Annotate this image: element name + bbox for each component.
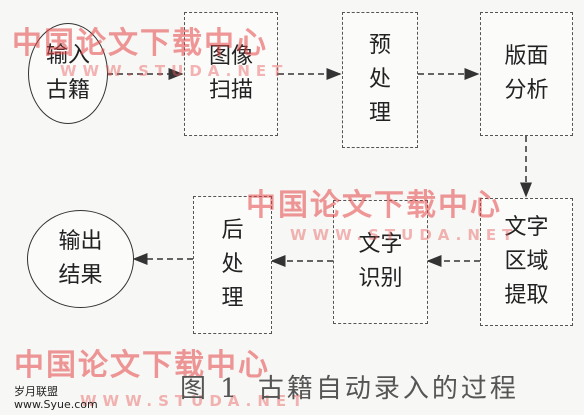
site-url: www.Syue.com (14, 398, 98, 411)
node-postprocess: 后 处 理 (193, 196, 272, 334)
figure-title: 古籍自动录入的过程 (257, 374, 519, 404)
node-output: 输出 结果 (27, 210, 134, 308)
site-name: 岁月联盟 (14, 385, 58, 398)
node-text-recognition: 文字 识别 (333, 200, 428, 324)
node-input-label: 输入 古籍 (45, 43, 90, 103)
node-text-region-extract: 文字 区域 提取 (480, 198, 573, 326)
figure-number: 图 1 (180, 374, 240, 404)
node-image-scan-label: 图像 扫描 (208, 43, 253, 103)
node-text-recognition-label: 文字 识别 (358, 231, 403, 291)
node-layout-analysis-label: 版面 分析 (504, 43, 549, 103)
node-output-label: 输出 结果 (58, 228, 103, 288)
node-input: 输入 古籍 (28, 23, 108, 124)
node-preprocess: 预 处 理 (342, 12, 418, 148)
node-text-region-extract-label: 文字 区域 提取 (504, 214, 549, 309)
node-layout-analysis: 版面 分析 (480, 12, 573, 136)
node-postprocess-label: 后 处 理 (221, 217, 244, 312)
node-preprocess-label: 预 处 理 (368, 32, 391, 127)
figure-caption: 图 1 古籍自动录入的过程 (180, 368, 537, 405)
node-image-scan: 图像 扫描 (184, 12, 278, 136)
